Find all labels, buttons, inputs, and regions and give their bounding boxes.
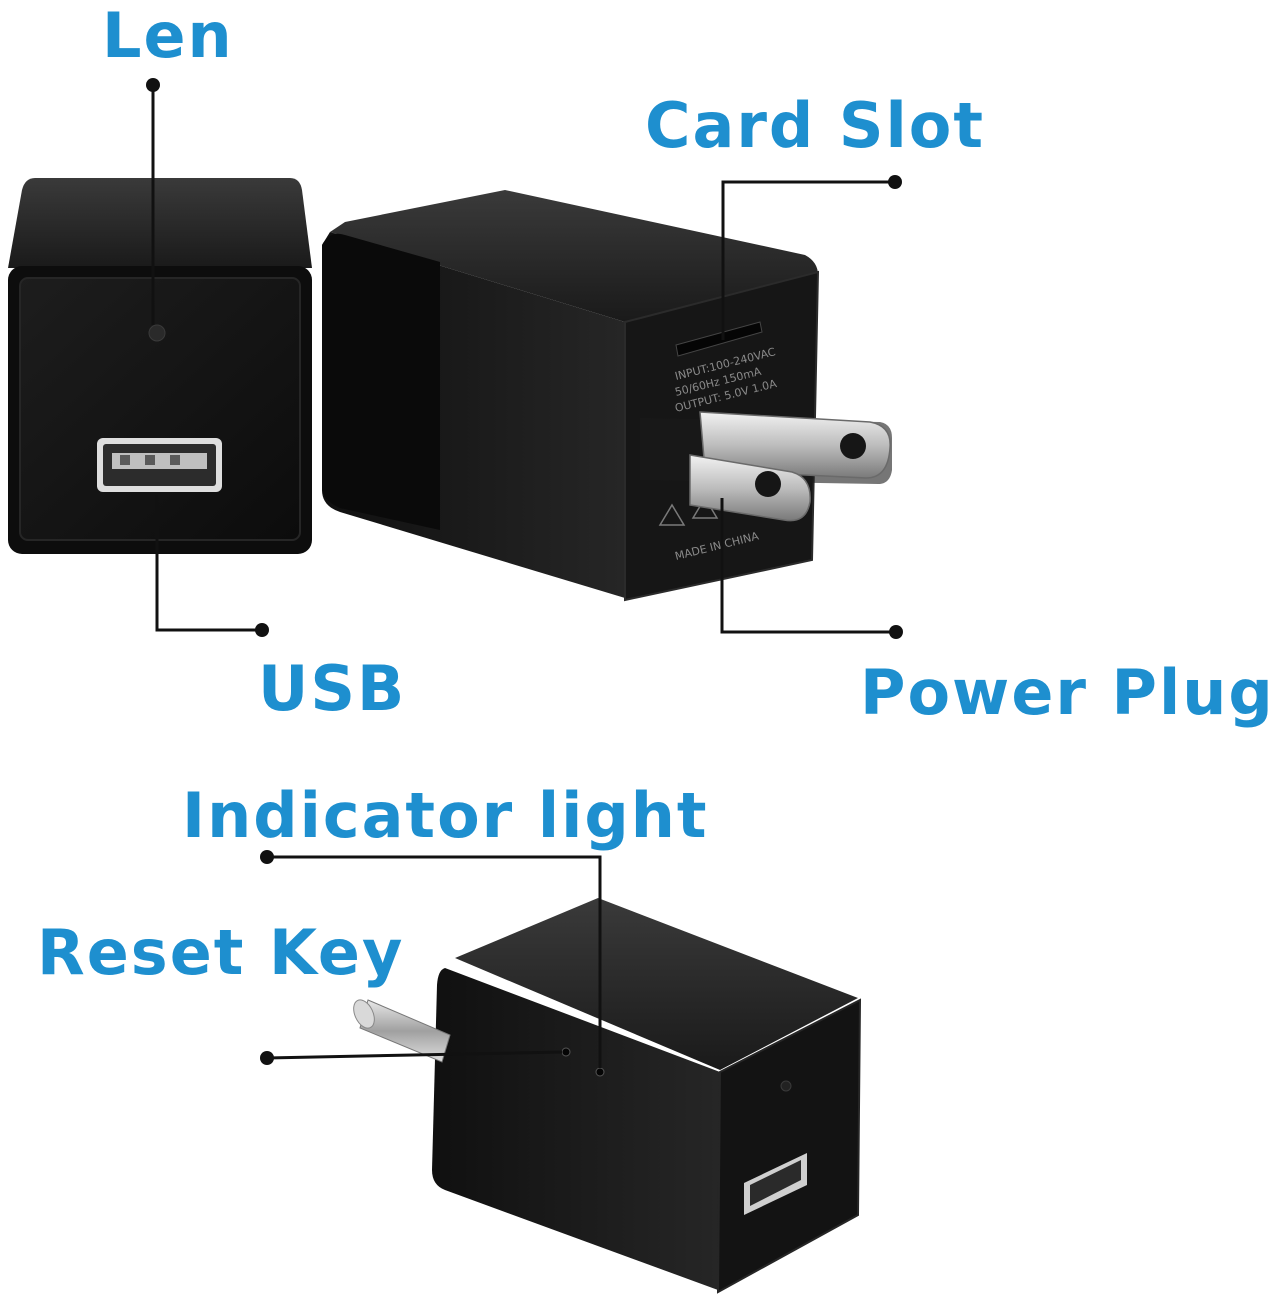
power-plug-prongs-icon	[640, 411, 892, 522]
leader-power-plug	[720, 498, 896, 634]
device-plug-view: INPUT:100-240VAC 50/60Hz 150mA OUTPUT: 5…	[322, 190, 892, 602]
leader-dots	[146, 78, 903, 1065]
reset-key-icon	[561, 1047, 571, 1057]
usb-port-icon	[97, 438, 222, 492]
side-usb-port-icon	[744, 1153, 807, 1215]
leader-lines	[151, 85, 896, 1068]
device-bottom-view	[353, 898, 862, 1294]
label-usb: USB	[258, 652, 407, 725]
leader-indicator-light	[267, 855, 602, 1068]
label-reset-key: Reset Key	[37, 916, 405, 989]
leader-reset-key	[266, 1050, 563, 1060]
card-slot-icon	[675, 321, 763, 357]
label-len: Len	[102, 0, 234, 72]
lens-icon	[148, 324, 166, 342]
indicator-light-icon	[595, 1067, 605, 1077]
leader-usb	[155, 495, 262, 632]
leader-card-slot	[721, 180, 895, 340]
device-front-view	[8, 178, 312, 554]
side-lens-icon	[780, 1080, 792, 1092]
label-power-plug: Power Plug	[860, 656, 1275, 729]
label-indicator-light: Indicator light	[182, 779, 709, 852]
eu-plug-pin-icon	[353, 999, 451, 1063]
label-card-slot: Card Slot	[645, 89, 986, 162]
